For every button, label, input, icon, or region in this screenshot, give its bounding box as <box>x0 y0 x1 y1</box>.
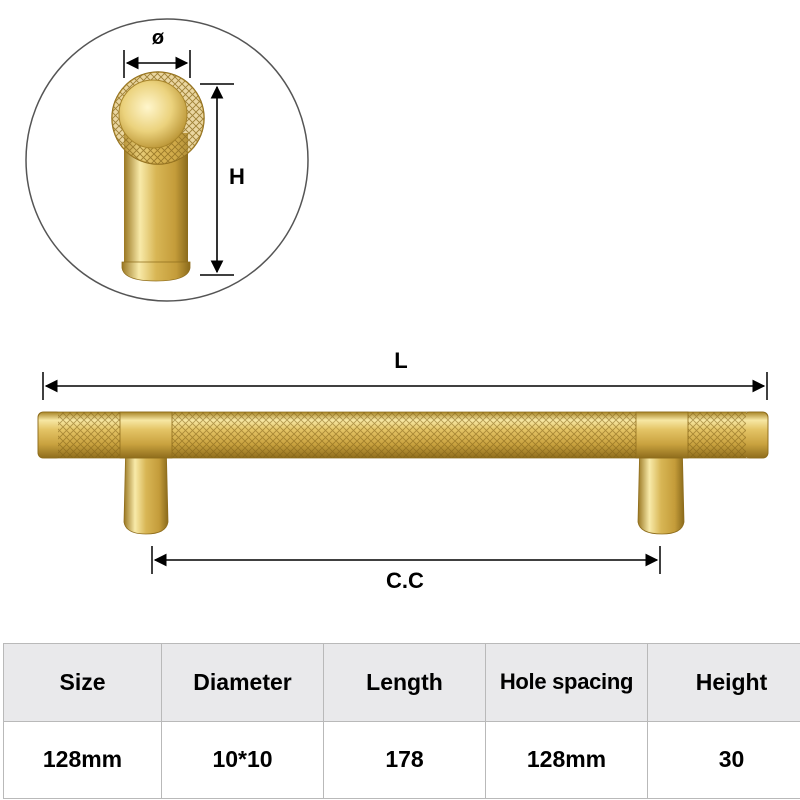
value-length: 178 <box>323 720 486 799</box>
length-label: L <box>394 348 408 373</box>
center-to-center-label: C.C <box>386 568 424 593</box>
header-height: Height <box>647 643 800 722</box>
header-length: Length <box>323 643 486 722</box>
spec-value-row: 128mm 10*10 178 128mm 30 <box>3 720 800 799</box>
center-to-center-dimension <box>151 546 661 574</box>
height-dimension <box>200 83 234 276</box>
header-hole-spacing: Hole spacing <box>485 643 648 722</box>
height-label: H <box>229 164 245 189</box>
handle-bar <box>37 411 769 535</box>
diameter-label: ø <box>151 27 165 49</box>
detail-circle <box>25 18 309 302</box>
length-dimension <box>42 372 768 400</box>
product-illustration <box>25 18 769 574</box>
value-diameter: 10*10 <box>161 720 324 799</box>
header-diameter: Diameter <box>161 643 324 722</box>
spec-header-row: Size Diameter Length Hole spacing Height <box>3 643 800 722</box>
value-size: 128mm <box>3 720 162 799</box>
spec-table: Size Diameter Length Hole spacing Height… <box>3 643 800 799</box>
diameter-dimension <box>123 50 191 78</box>
value-height: 30 <box>647 720 800 799</box>
header-size: Size <box>3 643 162 722</box>
value-hole-spacing: 128mm <box>485 720 648 799</box>
